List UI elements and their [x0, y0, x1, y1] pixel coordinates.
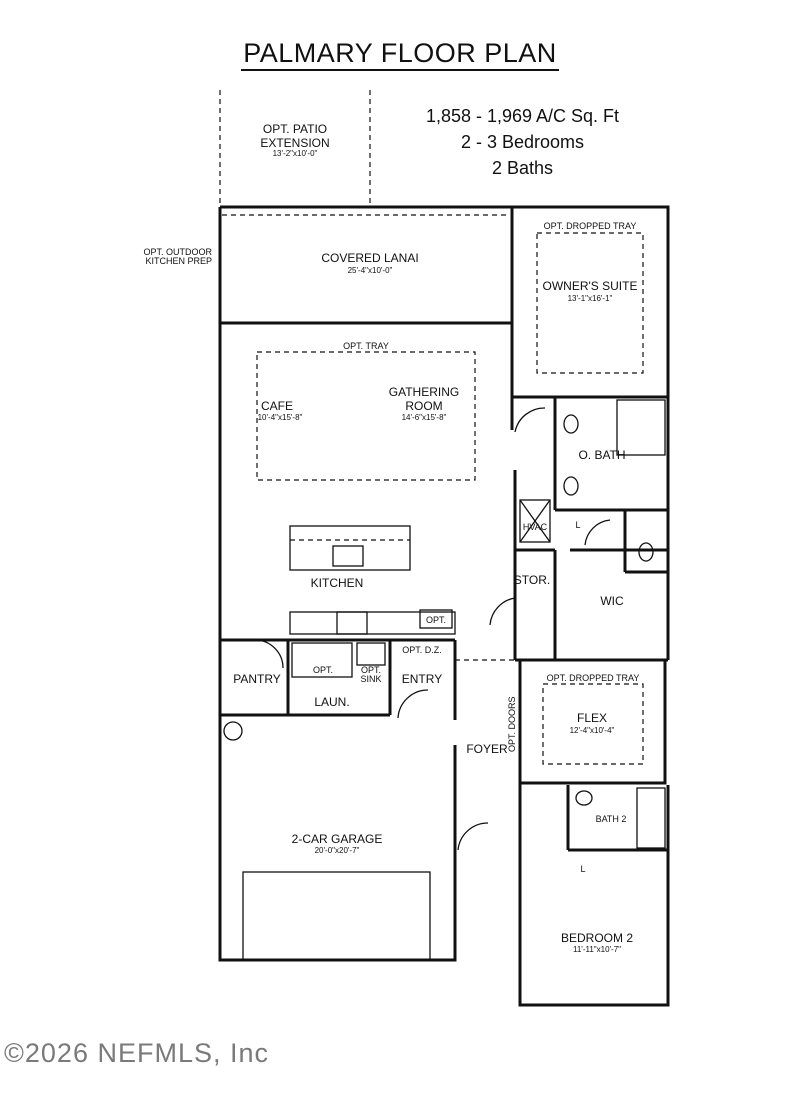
sink-box	[356, 642, 386, 666]
flex-dims: 12'-4"x10'-4"	[570, 726, 615, 735]
l-owner-label: L	[575, 520, 580, 530]
dishwasher-box	[419, 609, 453, 629]
baths-text: 2 Baths	[491, 158, 554, 178]
bedrooms-text: 2 - 3 Bedrooms	[460, 132, 585, 152]
opt-sink-label-2: SINK	[360, 674, 381, 684]
opt-dz-label: OPT. D.Z.	[402, 645, 442, 655]
gathering-dims: 14'-6"x15'-8"	[402, 413, 447, 422]
garage-dims: 20'-0"x20'-7"	[315, 846, 360, 855]
covered-lanai-dims: 25'-4"x10'-0"	[348, 266, 393, 275]
flex-tray-label: OPT. DROPPED TRAY	[547, 673, 640, 683]
opt-tray-label: OPT. TRAY	[343, 341, 389, 351]
tub	[636, 787, 666, 849]
flex-label: FLEX	[577, 711, 607, 725]
door-swing-garage	[457, 822, 489, 851]
door-swing-stor	[489, 597, 516, 626]
pantry-label: PANTRY	[233, 672, 281, 686]
kitchen-label: KITCHEN	[311, 576, 364, 590]
owners-suite-label: OWNER'S SUITE	[543, 279, 638, 293]
door-swing-pantry	[254, 639, 284, 669]
room-labels: OPT. PATIO EXTENSION 13'-2"x10'-0" OPT. …	[143, 122, 639, 954]
opt-outdoor-label-2: KITCHEN PREP	[145, 256, 212, 266]
opt-patio-label-1: OPT. PATIO	[263, 122, 327, 136]
bath2-sink	[575, 790, 593, 806]
garage-label: 2-CAR GARAGE	[292, 832, 383, 846]
shower	[616, 399, 666, 456]
stor-label: STOR.	[514, 573, 550, 587]
wic-label: WIC	[600, 594, 624, 608]
laundry-machine	[291, 642, 353, 678]
opt-sink-label-1: OPT.	[361, 665, 381, 675]
copyright-watermark: ©2026 NEFMLS, Inc	[4, 1038, 269, 1068]
l-bed2-label: L	[580, 864, 585, 874]
laun-label: LAUN.	[314, 695, 349, 709]
gathering-label-1: GATHERING	[389, 385, 459, 399]
laundry-opt-label: OPT.	[313, 665, 333, 675]
toilet	[638, 542, 654, 562]
door-swing-bath	[514, 407, 546, 433]
kitchen-counter	[289, 611, 456, 635]
hvac-label: HVAC	[523, 522, 548, 532]
sqft-text: 1,858 - 1,969 A/C Sq. Ft	[425, 106, 620, 126]
range	[336, 611, 368, 635]
water-heater	[223, 721, 243, 741]
garage-door	[242, 871, 431, 961]
covered-lanai-label: COVERED LANAI	[321, 251, 418, 265]
opt-doors-label: OPT. DOORS	[507, 696, 517, 752]
page-title-text: PALMARY FLOOR PLAN	[241, 38, 559, 71]
owners-tray-outline	[536, 232, 644, 374]
owners-tray-label: OPT. DROPPED TRAY	[544, 221, 637, 231]
fixtures	[223, 399, 666, 961]
o-bath-label: O. BATH	[578, 448, 625, 462]
owners-suite-walls	[512, 205, 670, 660]
gathering-tray-outline	[256, 351, 476, 481]
foyer-label: FOYER	[466, 742, 508, 756]
opt-patio-dims: 13'-2"x10'-0"	[273, 149, 318, 158]
bedroom2-dims: 11'-11"x10'-7"	[573, 945, 621, 954]
kitchen-sink	[332, 545, 364, 567]
bath-sink-1	[563, 414, 579, 434]
bath2-label: BATH 2	[596, 814, 627, 824]
opt-outdoor-label-1: OPT. OUTDOOR	[143, 247, 212, 257]
door-swing-wic	[584, 519, 611, 546]
kitchen-island	[289, 525, 411, 571]
opt-small-label: OPT.	[426, 615, 446, 625]
owners-suite-dims: 13'-1"x16'-1"	[568, 294, 613, 303]
dashed-lines	[219, 90, 644, 783]
hvac-box	[519, 499, 551, 543]
flex-walls	[518, 660, 667, 785]
page-title: PALMARY FLOOR PLAN	[0, 38, 800, 71]
bedroom2-walls	[518, 783, 670, 1007]
flex-tray-outline	[542, 683, 644, 765]
bath-sink-2	[563, 476, 579, 496]
door-swing-entry	[397, 689, 429, 719]
cafe-label: CAFE	[261, 399, 293, 413]
entry-label: ENTRY	[402, 672, 442, 686]
cafe-dims: 10'-4"x15'-8"	[258, 413, 303, 422]
bedroom2-label: BEDROOM 2	[561, 931, 633, 945]
hvac-cross-b	[519, 499, 551, 543]
gathering-label-2: ROOM	[405, 399, 442, 413]
opt-patio-label-2: EXTENSION	[260, 136, 329, 150]
plan-stats: 1,858 - 1,969 A/C Sq. Ft 2 - 3 Bedrooms …	[390, 103, 655, 181]
